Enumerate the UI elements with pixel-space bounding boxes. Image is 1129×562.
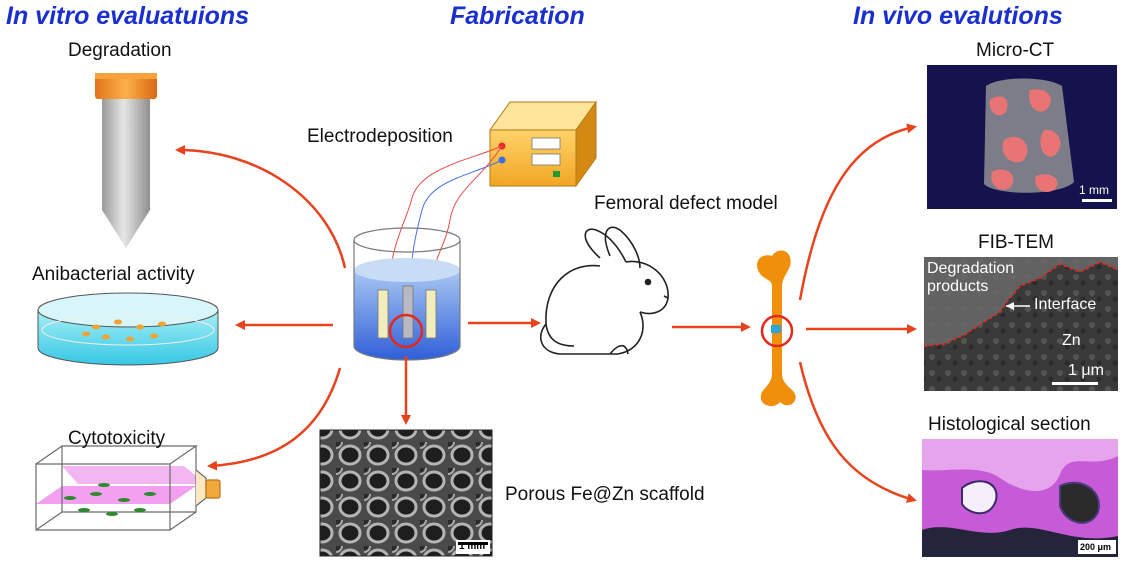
fib-tem-label: FIB-TEM: [978, 232, 1054, 253]
micro-ct-scale-label: 1 mm: [1079, 183, 1109, 197]
arrow-to-degradation: [175, 145, 347, 269]
electrodeposition-label: Electrodeposition: [307, 126, 453, 147]
culture-flask-icon: [35, 445, 221, 531]
degradation-label: Degradation: [68, 40, 172, 61]
centrifuge-tube-icon: [95, 73, 157, 248]
tem-degradation-products-label: Degradation products: [927, 260, 1015, 295]
cytotoxicity-label: Cytotoxicity: [68, 428, 166, 449]
histology-image: [922, 439, 1118, 557]
fabrication-title: Fabrication: [450, 2, 585, 30]
petri-dish-icon: [37, 292, 219, 366]
power-supply-icon: [489, 100, 597, 188]
sem-scaffold-image: [319, 429, 493, 557]
micro-ct-label: Micro-CT: [976, 40, 1055, 61]
fib-tem-image: [923, 257, 1119, 391]
tem-scale-label: 1 μm: [1068, 362, 1104, 379]
sem-scale-label: 1 mm: [459, 541, 486, 552]
electrolysis-beaker-icon: [353, 227, 461, 361]
arrow-to-micro-ct: [798, 123, 917, 301]
histological-label: Histological section: [928, 414, 1091, 435]
micro-ct-image: [927, 65, 1117, 209]
rabbit-icon: [539, 226, 669, 355]
arrow-to-histology: [798, 361, 917, 503]
flow-arrows: [175, 123, 917, 503]
in-vivo-title: In vivo evalutions: [853, 2, 1063, 30]
femur-icon: [757, 250, 796, 407]
histo-scale-label: 200 μm: [1080, 542, 1112, 552]
arrow-to-cytotoxicity: [207, 367, 342, 471]
antibacterial-label: Anibacterial activity: [32, 264, 195, 285]
tem-interface-label: Interface: [1034, 296, 1097, 313]
femoral-model-label: Femoral defect model: [594, 193, 778, 214]
in-vitro-title: In vitro evaluatuions: [6, 2, 250, 30]
tem-zn-label: Zn: [1062, 332, 1081, 349]
porous-scaffold-label: Porous Fe@Zn scaffold: [505, 484, 705, 505]
